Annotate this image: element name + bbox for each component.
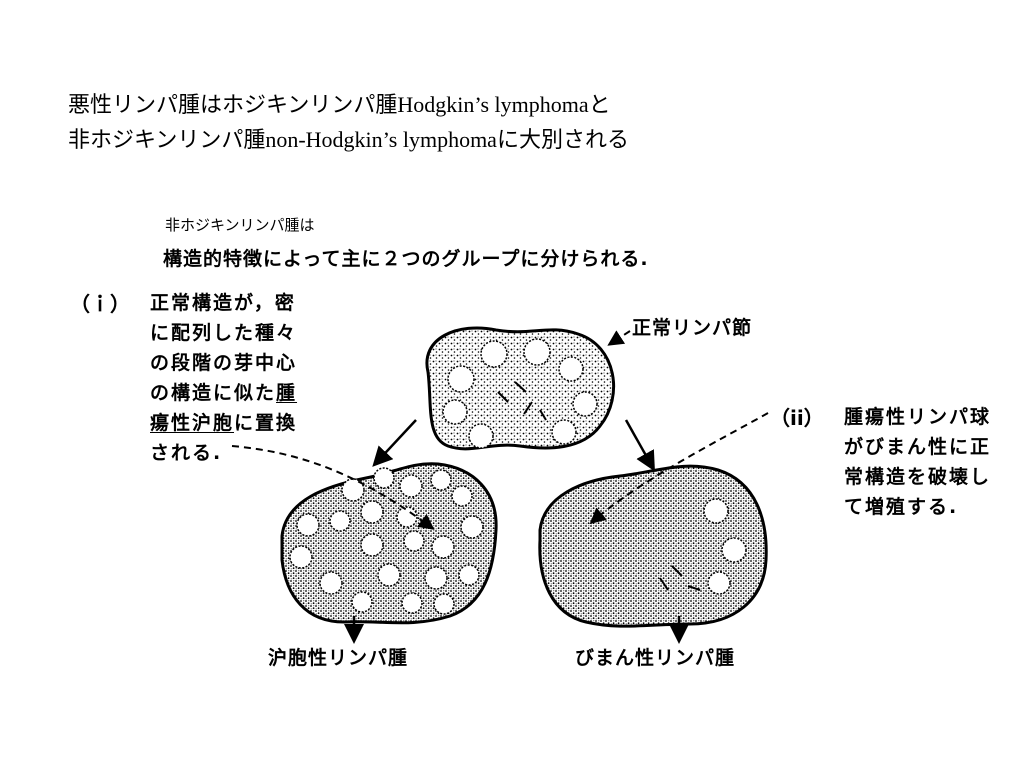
case-ii-line-2: がびまん性に正 bbox=[844, 436, 992, 458]
case-i-line-3: の段階の芽中心 bbox=[150, 352, 298, 374]
leader-normal-node bbox=[607, 330, 631, 346]
case-ii-line-1: 腫瘍性リンパ球 bbox=[844, 406, 992, 428]
diffuse-lymphoma-node bbox=[538, 464, 768, 628]
case-i-line-4b: 腫 bbox=[276, 382, 298, 404]
title-line-2: 非ホジキンリンパ腫non-Hodgkin’s lymphomaに大別される bbox=[68, 123, 629, 158]
case-i-line-5b: に置換 bbox=[234, 412, 298, 434]
title-hodgkin-en: Hodgkin’s lymphoma bbox=[397, 92, 589, 117]
title-non-hodgkin-en: non-Hodgkin’s lymphoma bbox=[265, 127, 497, 152]
case-i-line-5a: 瘍性沪胞 bbox=[150, 412, 235, 434]
diffuse-node-sinuses bbox=[659, 565, 701, 591]
follicular-node-follicles bbox=[289, 467, 484, 615]
title-line-2-jp: 非ホジキンリンパ腫 bbox=[68, 128, 266, 153]
case-i-line-4: の構造に似た腫 bbox=[150, 378, 297, 408]
case-ii-description: 腫瘍性リンパ球 がびまん性に正 常構造を破壊し て増殖する. bbox=[844, 402, 991, 522]
intro-line-1: 非ホジキンリンパ腫は bbox=[165, 216, 315, 234]
normal-node-label: 正常リンパ節 bbox=[632, 317, 753, 339]
slide-title: 悪性リンパ腫はホジキンリンパ腫Hodgkin’s lymphomaと 非ホジキン… bbox=[68, 88, 629, 158]
diffuse-lymphoma-label: びまん性リンパ腫 bbox=[575, 647, 736, 669]
case-i-line-2: に配列した種々 bbox=[150, 322, 298, 344]
case-ii-marker: （ii） bbox=[770, 406, 824, 430]
arrow-to-diffuse bbox=[624, 419, 655, 472]
leader-lines bbox=[231, 330, 769, 530]
leader-case-i bbox=[231, 445, 435, 530]
title-line-2-end: に大別される bbox=[496, 128, 629, 153]
arrow-to-follicular bbox=[372, 419, 417, 467]
case-i-line-1: 正常構造が，密 bbox=[150, 292, 296, 314]
title-line-1: 悪性リンパ腫はホジキンリンパ腫Hodgkin’s lymphomaと bbox=[68, 88, 629, 123]
follicular-lymphoma-node bbox=[280, 462, 498, 625]
title-line-1-end: と bbox=[588, 93, 611, 118]
diffuse-node-remnant-follicles bbox=[703, 498, 747, 595]
case-i-description: 正常構造が，密 に配列した種々 の段階の芽中心 の構造に似た腫 瘍性沪胞に置換 … bbox=[150, 288, 297, 468]
case-i-line-5: 瘍性沪胞に置換 bbox=[150, 408, 297, 438]
intro-line-2: 構造的特徴によって主に２つのグループに分けられる. bbox=[163, 248, 649, 270]
title-line-1-jp: 悪性リンパ腫はホジキンリンパ腫 bbox=[68, 93, 398, 118]
follicular-lymphoma-label: 沪胞性リンパ腫 bbox=[268, 647, 409, 669]
normal-node-sinuses bbox=[497, 381, 547, 421]
normal-node-follicles bbox=[442, 338, 598, 449]
case-ii-line-3: 常構造を破壊し bbox=[844, 466, 992, 488]
transition-arrows bbox=[344, 419, 689, 644]
case-ii-line-4: て増殖する. bbox=[844, 496, 959, 518]
case-i-line-6: される. bbox=[150, 442, 223, 464]
normal-lymph-node bbox=[425, 326, 615, 451]
leader-case-ii bbox=[589, 412, 769, 525]
case-i-marker: （ｉ） bbox=[70, 292, 130, 316]
case-i-line-4a: の構造に似た bbox=[150, 382, 277, 404]
